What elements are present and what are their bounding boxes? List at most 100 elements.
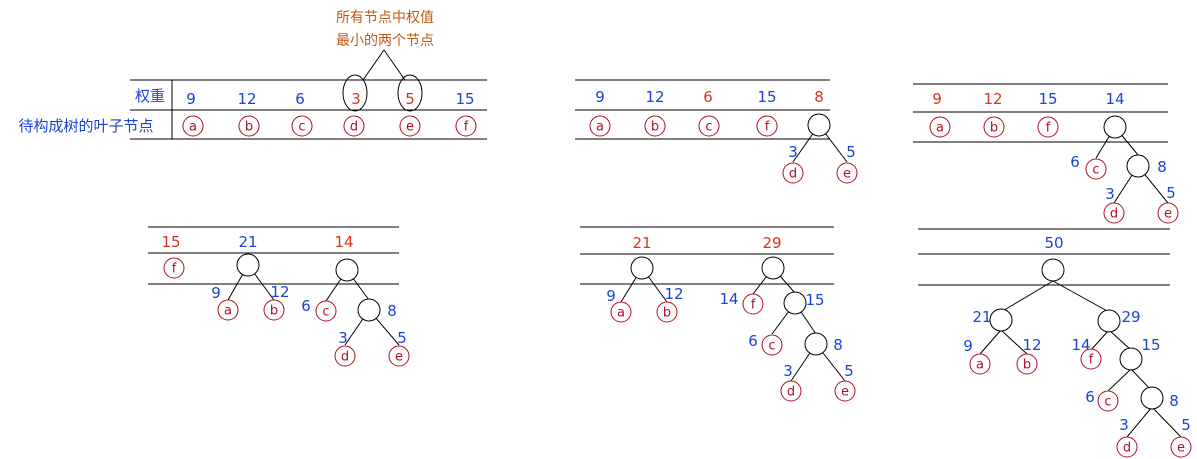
edge-weight-label: 8 [1157,158,1167,176]
tree-edge [1052,280,1110,313]
leaf-node [656,301,678,323]
annotation-pointer [362,49,406,81]
weight-value: 15 [161,233,180,251]
internal-node [1103,115,1127,139]
leaf-node [1016,353,1038,375]
panel-step2 [575,79,830,140]
leaf-node [455,115,477,137]
leaf-label-f: f [464,120,469,135]
leaf-node [969,353,991,375]
weight-value: 6 [295,90,305,108]
leaf-label-a: a [936,121,944,136]
leaf-label-c: c [768,339,775,354]
edge-weight-label: 9 [963,337,973,355]
leaf-label-d: d [341,350,349,365]
weight-value: 14 [1105,90,1124,108]
leaf-label-d: d [789,167,797,182]
leaf-node [263,299,285,321]
leaf-label-d: d [1110,207,1118,222]
internal-node [1119,347,1143,371]
edge-weight-label: 5 [397,329,407,347]
leaf-label-c: c [322,305,329,320]
edge-weight-label: 8 [387,302,397,320]
leaf-node [761,334,783,356]
weight-value: 6 [703,88,713,106]
tree-edge [1107,368,1132,392]
leaf-label-b: b [651,120,659,135]
tree-edge [1126,406,1153,438]
tree-edge [979,329,1002,355]
internal-node [761,256,785,280]
edge-weight-label: 8 [1169,392,1179,410]
edge-weight-label: 9 [211,284,221,302]
leaf-label-c: c [1092,163,1099,178]
leaf-label-e: e [841,385,849,400]
leaf-node [1157,202,1179,224]
internal-node [236,253,260,277]
edge-weight-label: 9 [606,287,616,305]
leaf-label-b: b [270,304,278,319]
edge-weight-label: 12 [1022,336,1041,354]
internal-node [1140,386,1164,410]
leaf-label-d: d [1123,441,1131,456]
edge-weight-label: 8 [833,336,843,354]
edge-weight-label: 6 [1085,388,1095,406]
annotation-line-2: 最小的两个节点 [336,33,434,49]
leaf-node [315,300,337,322]
weight-value: 8 [814,88,824,106]
leaf-node [742,293,764,315]
weight-value: 12 [983,90,1002,108]
edge-weight-label: 3 [783,362,793,380]
leaf-label-e: e [1164,207,1172,222]
edge-weight-label: 29 [1121,308,1140,326]
leaf-node [983,116,1005,138]
leaf-label-f: f [1046,121,1051,136]
weight-value: 12 [237,90,256,108]
leaf-node [782,162,804,184]
weight-value: 21 [238,233,257,251]
tree-edge [1108,329,1132,351]
panel-step3 [913,83,1168,143]
edge-weight-label: 3 [1119,416,1129,434]
leaf-label-d: d [787,385,795,400]
leaf-label-a: a [224,304,232,319]
leaf-node [1085,158,1107,180]
leaf-label-e: e [1177,441,1185,456]
row-label-weight: 权重 [135,87,165,105]
leaf-label-e: e [406,120,414,135]
internal-node [783,291,807,315]
panel-step1: 权重 待构成树的叶子节点 [18,74,487,140]
leaf-label-b: b [1023,358,1031,373]
internal-node [630,256,654,280]
internal-node [804,332,828,356]
leaf-node [217,299,239,321]
annotation-line-1: 所有节点中权值 [336,10,434,26]
leaf-label-c: c [298,120,305,135]
leaf-node [644,115,666,137]
edge-weight-label: 3 [338,329,348,347]
leaf-node [756,115,778,137]
edge-weight-label: 14 [1071,336,1090,354]
edge-weight-label: 12 [664,285,683,303]
internal-node [989,308,1013,332]
leaf-node [1170,436,1192,458]
edge-weight-label: 15 [1141,336,1160,354]
leaf-node [388,345,410,367]
weight-value: 5 [405,90,415,108]
internal-node [807,113,831,137]
edge-weight-label: 3 [1105,185,1115,203]
edge-weight-label: 5 [846,143,856,161]
leaf-node [836,162,858,184]
edge-weight-label: 21 [972,308,991,326]
weight-value: 3 [351,90,361,108]
panel-step6 [918,228,1170,286]
leaf-node [589,115,611,137]
leaf-label-a: a [617,306,625,321]
edge-weight-label: 5 [1181,416,1191,434]
leaf-node [1103,202,1125,224]
edge-weight-label: 14 [719,290,738,308]
leaf-label-f: f [1089,353,1094,368]
tree-edge [1151,406,1182,438]
leaf-label-d: d [350,120,358,135]
weight-value: 15 [1038,90,1057,108]
